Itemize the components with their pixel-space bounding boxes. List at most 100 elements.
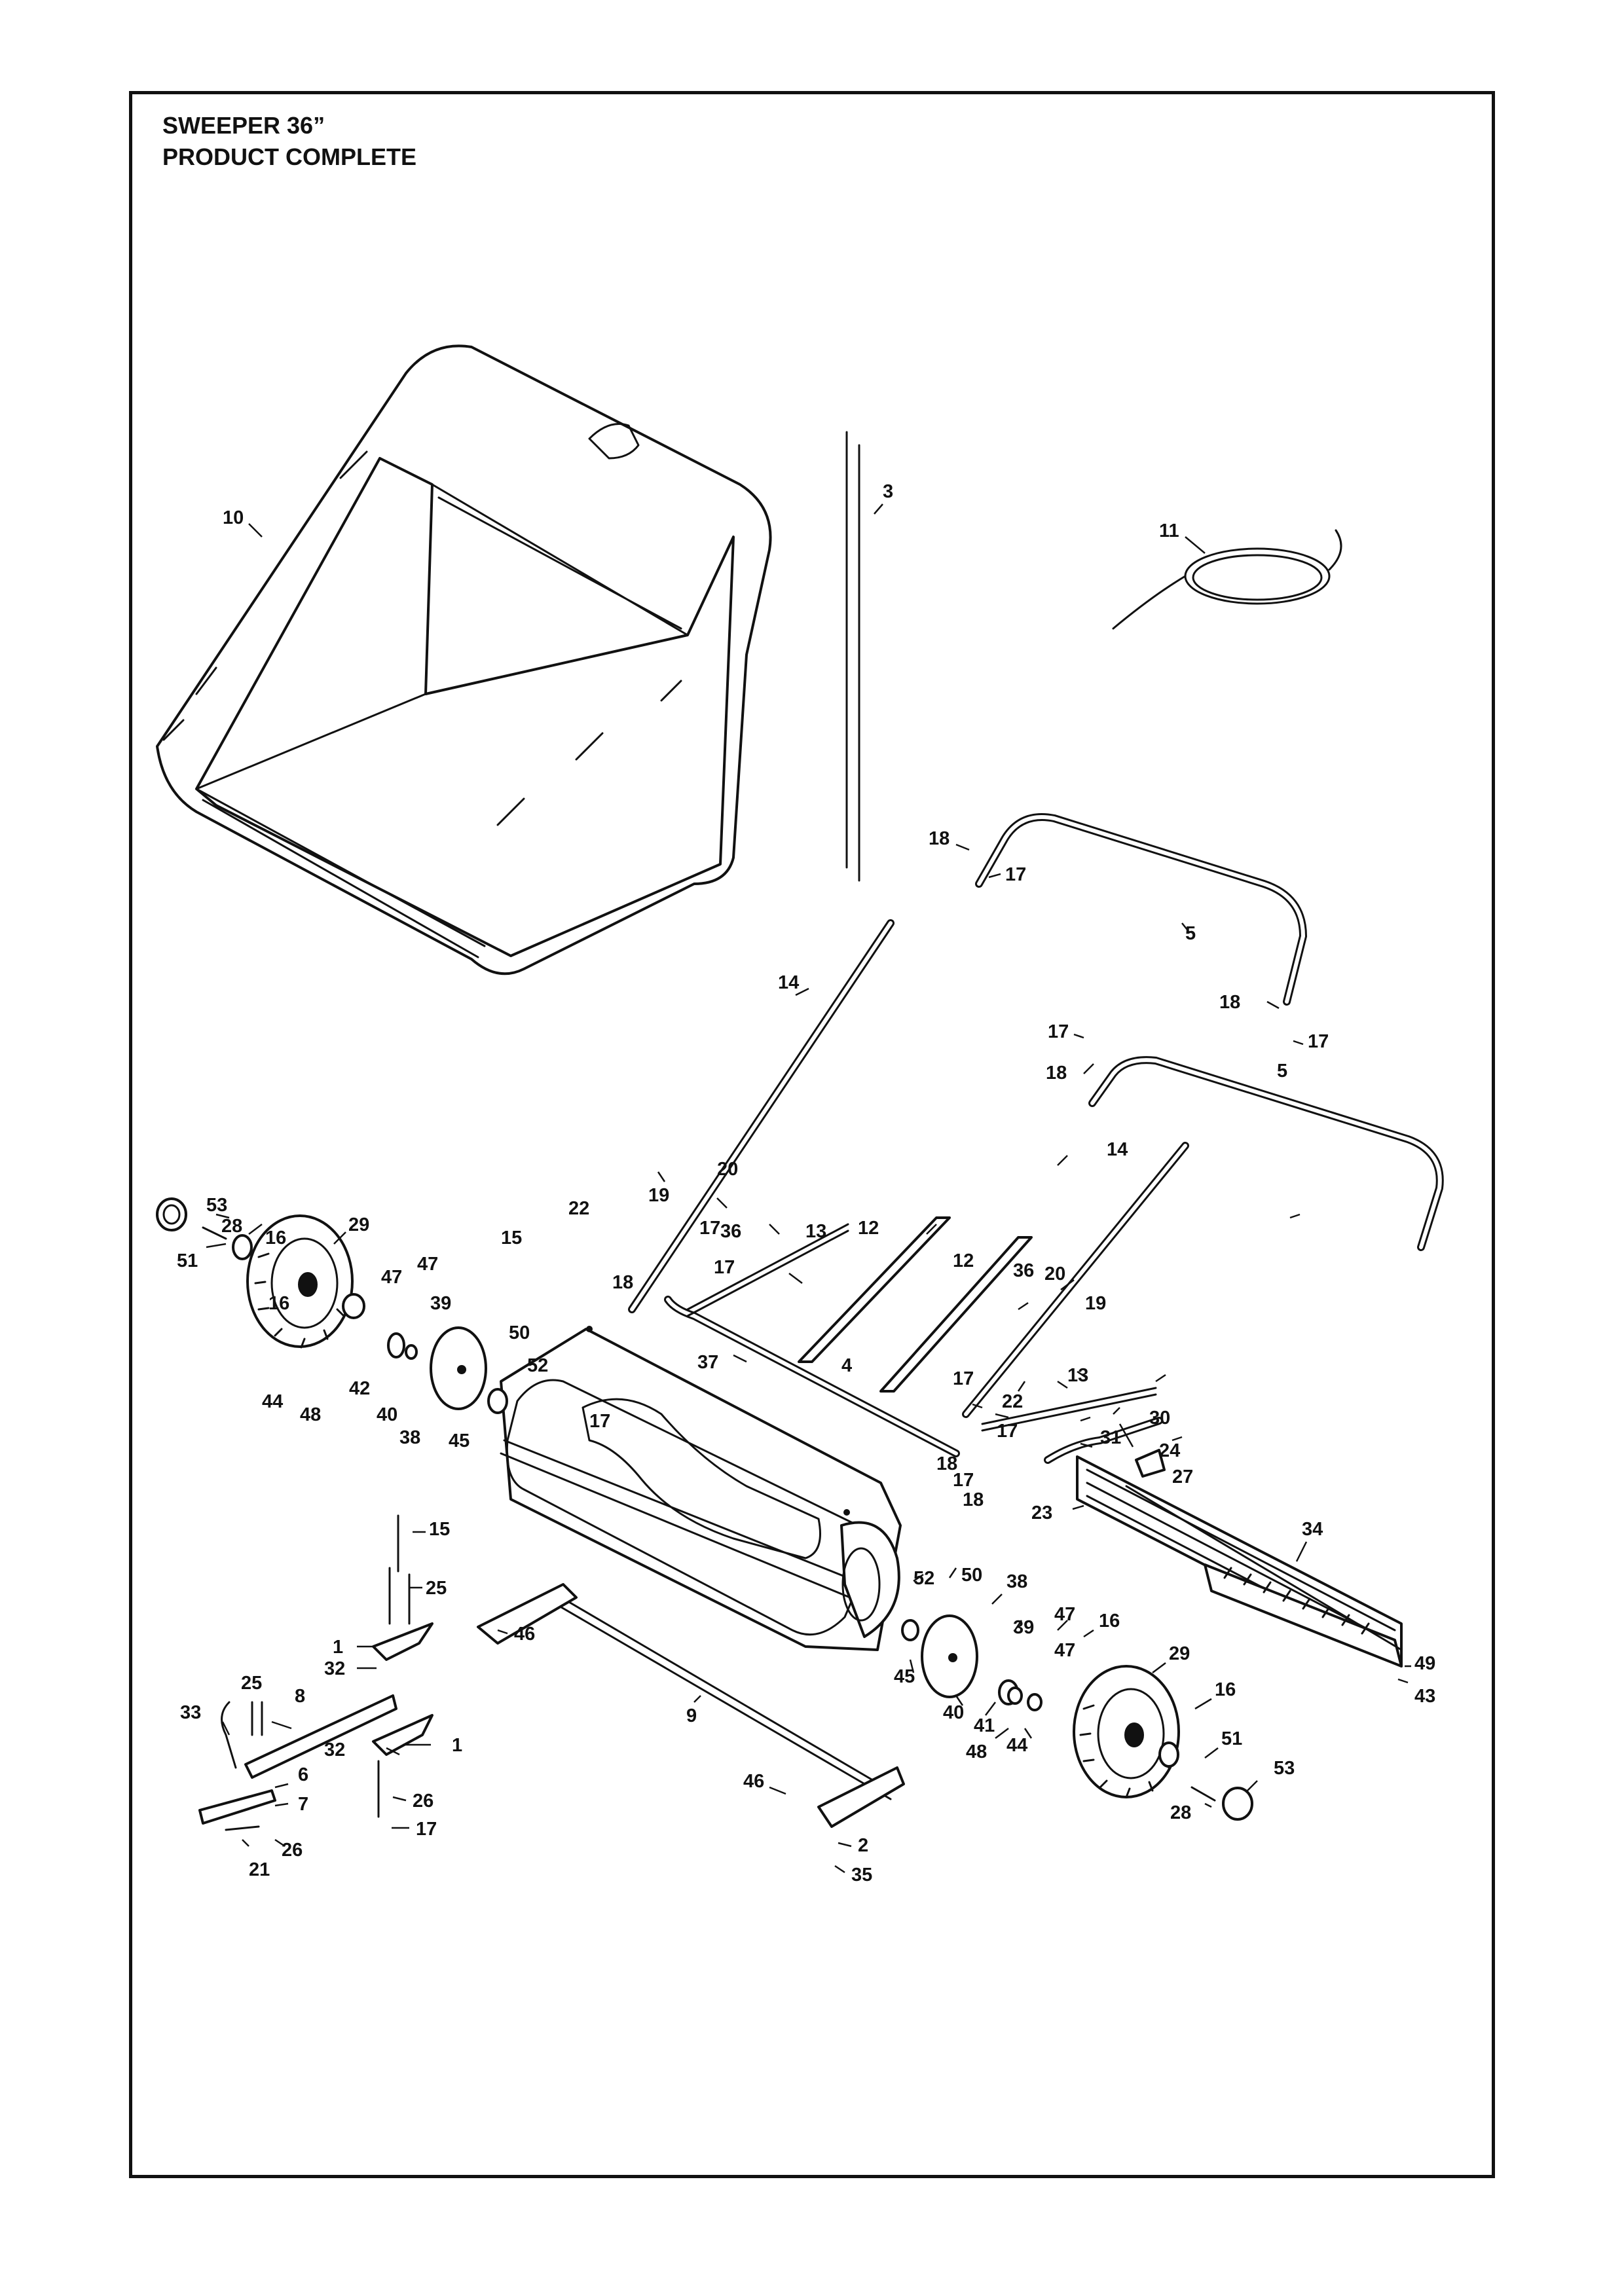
callout-label: 50 [509,1322,530,1343]
part-callouts: 10 3 11 18 17 5 14 18 17 17 18 5 53 28 1… [177,481,1435,1886]
callout-label: 23 [1031,1503,1052,1523]
callout-label: 37 [697,1352,718,1373]
callout-label: 13 [1067,1365,1088,1386]
callout-label: 45 [894,1666,915,1687]
callout-label: 40 [377,1404,397,1425]
callout-label: 52 [913,1568,934,1589]
callout-label: 20 [1044,1264,1065,1285]
callout-label: 41 [974,1715,995,1736]
callout-label: 18 [963,1489,984,1510]
callout-label: 10 [223,507,244,528]
callout-label: 18 [1046,1063,1067,1084]
callout-label: 36 [1013,1260,1034,1281]
callout-label: 47 [381,1267,402,1288]
callout-label: 29 [1169,1643,1190,1664]
callout-label: 26 [282,1840,303,1861]
wheel-left [246,1214,354,1349]
callout-label: 17 [1048,1021,1069,1042]
callout-label: 1 [333,1637,343,1658]
callout-label: 17 [1005,864,1026,885]
callout-label: 19 [648,1185,669,1206]
callout-label: 18 [1219,992,1240,1013]
callout-label: 53 [1274,1758,1295,1779]
callout-label: 16 [268,1293,289,1314]
callout-label: 45 [449,1430,470,1451]
callout-label: 14 [1107,1139,1128,1160]
lower-handle [1088,1056,1444,1251]
drawing-title: SWEEPER 36” PRODUCT COMPLETE [162,110,416,173]
brackets [798,1216,1033,1393]
sweeper-housing [500,1326,902,1651]
callout-label: 8 [295,1686,305,1707]
callout-label: 9 [686,1705,697,1726]
callout-label: 11 [1159,520,1179,541]
callout-label: 22 [568,1198,589,1219]
callout-label: 17 [699,1218,720,1239]
callout-label: 36 [720,1221,741,1242]
title-line-1: SWEEPER 36” [162,112,325,139]
callout-label: 18 [929,828,950,849]
callout-label: 25 [426,1578,447,1599]
callout-label: 16 [265,1228,286,1248]
callout-label: 49 [1414,1653,1435,1674]
callout-label: 46 [743,1771,764,1792]
frame-assembly [198,1514,434,1831]
callout-label: 19 [1085,1293,1106,1314]
callout-label: 1 [452,1735,462,1756]
callout-label: 39 [1013,1617,1034,1638]
callout-label: 25 [241,1673,262,1694]
callout-label: 24 [1159,1440,1180,1461]
callout-label: 44 [262,1391,283,1412]
callout-label: 52 [527,1355,548,1376]
callout-label: 50 [961,1565,982,1586]
brush [1076,1455,1403,1667]
callout-label: 7 [298,1794,308,1815]
callout-label: 22 [1002,1391,1023,1412]
callout-label: 17 [1308,1031,1329,1052]
hardware [156,1197,1253,1821]
callout-label: 12 [953,1250,974,1271]
rods [845,431,860,882]
callout-label: 34 [1302,1519,1323,1540]
callout-label: 17 [714,1257,735,1278]
leader-lines [206,503,1411,1874]
callout-label: 13 [805,1221,826,1242]
callout-label: 17 [997,1421,1018,1442]
callout-label: 39 [430,1293,451,1314]
wheel-right [1073,1665,1180,1798]
cord [1112,529,1342,630]
callout-label: 42 [349,1378,370,1399]
callout-label: 14 [778,972,799,993]
callout-label: 18 [936,1453,957,1474]
callout-label: 51 [177,1250,198,1271]
grass-bag [156,344,772,975]
callout-label: 28 [221,1216,242,1237]
callout-label: 40 [943,1702,964,1723]
frame-rod [664,1296,1163,1464]
callout-label: 4 [841,1355,852,1376]
callout-label: 35 [851,1865,872,1886]
callout-label: 47 [1054,1640,1075,1661]
drive-disc-left [430,1326,487,1410]
callout-label: 17 [416,1819,437,1840]
struts [686,1223,1157,1432]
callout-label: 44 [1006,1735,1027,1756]
callout-label: 15 [501,1228,522,1248]
callout-label: 5 [1277,1061,1287,1082]
callout-label: 17 [953,1368,974,1389]
drive-disc-right [921,1614,978,1698]
callout-label: 51 [1221,1728,1242,1749]
callout-label: 20 [717,1159,738,1180]
callout-label: 26 [413,1791,434,1812]
callout-label: 6 [298,1764,308,1785]
callout-label: 5 [1185,923,1196,944]
callout-label: 43 [1414,1686,1435,1707]
callout-label: 32 [324,1740,345,1760]
callout-label: 16 [1099,1611,1120,1631]
callout-label: 38 [1006,1571,1027,1592]
callout-label: 47 [1054,1604,1075,1625]
callout-label: 17 [953,1470,974,1491]
callout-label: 48 [300,1404,321,1425]
brush-bracket [1135,1449,1166,1478]
callout-label: 18 [612,1272,633,1293]
